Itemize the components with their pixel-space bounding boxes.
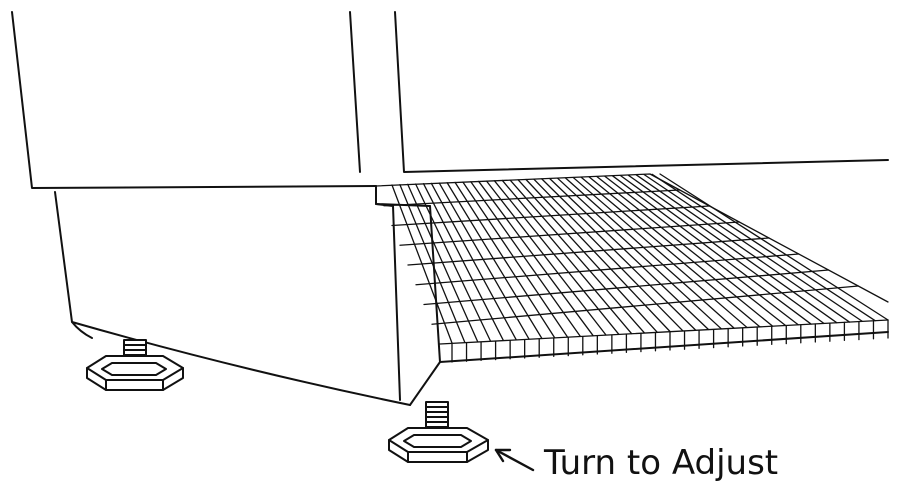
grille-row-line (407, 237, 770, 266)
grille-slat-line (501, 179, 633, 335)
grille-slat-line (422, 183, 504, 341)
turn-to-adjust-label: Turn to Adjust (544, 443, 779, 483)
grille-slat-line (493, 180, 620, 335)
grille-slat-line (446, 182, 543, 339)
grille-slat-line (517, 179, 658, 333)
grille-slat-line (541, 178, 697, 331)
cabinet-upper-body (11, 11, 889, 189)
grille-slat-line (454, 181, 556, 339)
grille-slat-line (509, 179, 646, 334)
grille-slat-line (556, 177, 722, 330)
grille-slat-line (580, 176, 761, 328)
right-leveling-leg (388, 401, 489, 463)
grille-slat-line (659, 173, 889, 321)
grille-slat-line (391, 184, 453, 344)
grille-slat-line (627, 174, 838, 324)
grille-slat-line (533, 178, 684, 332)
grille-slat-line (612, 175, 812, 325)
grille-slat-line (635, 174, 851, 323)
grille-slat-line (525, 178, 671, 333)
grille-slat-line (485, 180, 607, 336)
right-leg-foot (388, 427, 489, 463)
grille-slat-line (462, 181, 569, 338)
grille-row-line (399, 221, 740, 246)
grille-slat-line (430, 182, 517, 341)
grille-slat-line (651, 173, 876, 322)
grille-slat-line (414, 183, 492, 342)
callout-arrow (494, 448, 535, 472)
grille-row-line (415, 253, 800, 286)
grille-slat-line (438, 182, 530, 340)
grille-slat-line (478, 180, 594, 337)
grille-slat-line (619, 174, 825, 325)
grille-row-line (423, 269, 830, 306)
grille-slat-line (588, 176, 774, 327)
grille-slat-line (564, 177, 735, 329)
grille-slat-line (604, 175, 799, 326)
grille-slat-line (548, 177, 710, 331)
cabinet-base (54, 185, 889, 406)
left-leveling-leg (86, 339, 184, 391)
grille-slat-line (643, 173, 864, 323)
grille-slat-line (572, 176, 748, 329)
left-leg-foot (86, 355, 184, 391)
grille-slat-line (407, 183, 479, 343)
vent-grille (375, 173, 889, 363)
grille-slat-line (470, 181, 581, 337)
grille-slat-line (399, 184, 466, 343)
grille-slat-line (596, 175, 787, 327)
